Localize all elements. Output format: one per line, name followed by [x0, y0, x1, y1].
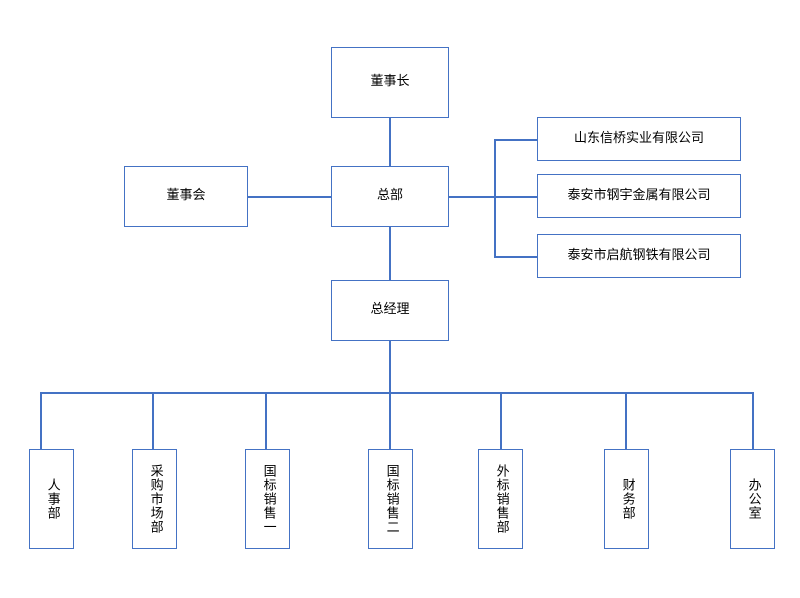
- connector-subsidiary-2: [494, 196, 538, 198]
- connector-department-drop-2: [152, 392, 154, 449]
- connector-headquarters-general-manager: [389, 226, 391, 280]
- node-department-purchasing-market[interactable]: 采购市场部: [132, 449, 177, 549]
- connector-headquarters-subsidiary-trunk: [449, 196, 496, 198]
- node-board-of-directors[interactable]: 董事会: [124, 166, 248, 227]
- node-general-manager[interactable]: 总经理: [331, 280, 449, 341]
- node-department-office[interactable]: 办公室: [730, 449, 775, 549]
- connector-department-drop-6: [625, 392, 627, 449]
- connector-department-drop-7: [752, 392, 754, 449]
- node-department-national-sales-2[interactable]: 国标销售二: [368, 449, 413, 549]
- connector-subsidiary-spine: [494, 139, 496, 257]
- connector-department-drop-3: [265, 392, 267, 449]
- connector-board-headquarters: [248, 196, 332, 198]
- connector-general-manager-down: [389, 341, 391, 393]
- node-department-national-sales-1[interactable]: 国标销售一: [245, 449, 290, 549]
- connector-chairman-headquarters: [389, 118, 391, 168]
- node-subsidiary-3[interactable]: 泰安市启航钢铁有限公司: [537, 234, 741, 278]
- connector-departments-trunk: [40, 392, 752, 394]
- node-department-export-sales[interactable]: 外标销售部: [478, 449, 523, 549]
- node-department-hr[interactable]: 人事部: [29, 449, 74, 549]
- connector-department-drop-1: [40, 392, 42, 449]
- node-department-finance[interactable]: 财务部: [604, 449, 649, 549]
- connector-subsidiary-3: [494, 256, 538, 258]
- node-headquarters[interactable]: 总部: [331, 166, 449, 227]
- node-subsidiary-2[interactable]: 泰安市钢宇金属有限公司: [537, 174, 741, 218]
- connector-department-drop-5: [500, 392, 502, 449]
- connector-department-drop-4: [389, 392, 391, 449]
- connector-subsidiary-1: [494, 139, 538, 141]
- node-subsidiary-1[interactable]: 山东信桥实业有限公司: [537, 117, 741, 161]
- node-chairman[interactable]: 董事长: [331, 47, 449, 118]
